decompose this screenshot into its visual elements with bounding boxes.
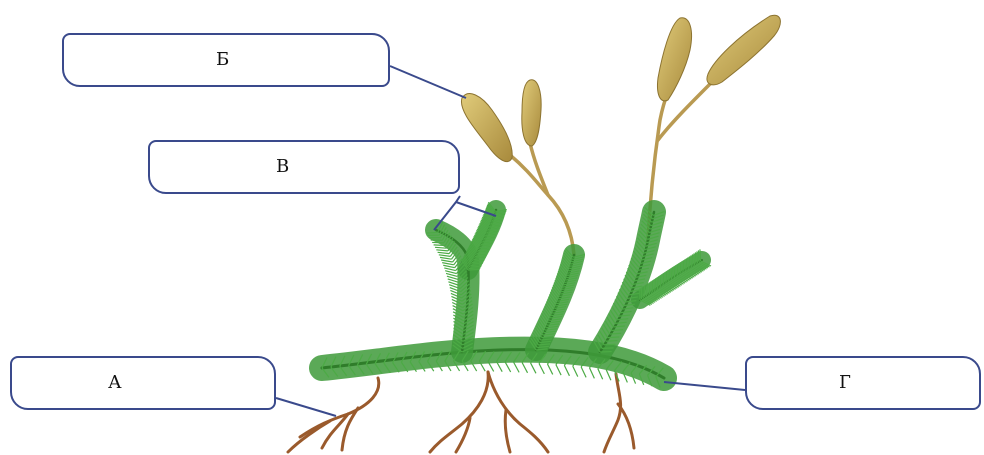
needle: [444, 268, 455, 271]
strobili: [461, 15, 780, 161]
label-b-text: Б: [216, 49, 229, 70]
needle: [697, 251, 698, 263]
needle: [443, 265, 454, 267]
label-g-text: Г: [839, 372, 851, 393]
label-v-text: В: [276, 156, 289, 177]
needle: [439, 255, 451, 257]
needle: [472, 262, 484, 263]
label-box-a[interactable]: А: [10, 356, 276, 410]
needle: [514, 362, 520, 372]
needle: [470, 266, 482, 267]
needle: [468, 269, 480, 270]
leader-line-a: [276, 398, 336, 416]
needle: [442, 263, 453, 265]
needle: [539, 363, 544, 373]
needle: [610, 333, 622, 334]
needle: [606, 370, 611, 381]
needle: [547, 364, 552, 374]
needle: [522, 363, 527, 373]
needle: [470, 265, 482, 266]
needle: [473, 260, 485, 261]
needle: [598, 369, 603, 380]
needle: [694, 253, 695, 265]
needle: [505, 362, 511, 372]
leader-line-b: [390, 66, 466, 98]
needle: [531, 363, 536, 373]
label-box-b[interactable]: Б: [62, 33, 390, 87]
needle: [581, 367, 586, 378]
roots: [288, 372, 634, 452]
needle: [474, 257, 486, 258]
needle: [573, 366, 578, 377]
needle: [700, 249, 701, 261]
label-box-g[interactable]: Г: [745, 356, 981, 410]
needle: [473, 259, 485, 260]
needle: [434, 245, 446, 246]
needle: [469, 268, 481, 269]
leader-line-g: [664, 382, 745, 390]
needle: [426, 233, 438, 234]
needle: [471, 263, 483, 264]
needle: [589, 368, 594, 379]
label-box-v[interactable]: В: [148, 140, 460, 194]
needle: [608, 337, 620, 338]
needle: [556, 365, 561, 375]
needle: [438, 252, 450, 253]
label-a-text: А: [108, 372, 122, 393]
needle: [606, 341, 618, 342]
needle: [698, 250, 699, 262]
needle: [441, 260, 452, 262]
needle: [435, 247, 447, 248]
needle: [604, 344, 616, 345]
needle: [436, 250, 448, 251]
needle: [692, 254, 693, 266]
needle: [695, 252, 696, 264]
needle: [564, 365, 569, 375]
needle: [440, 257, 452, 259]
